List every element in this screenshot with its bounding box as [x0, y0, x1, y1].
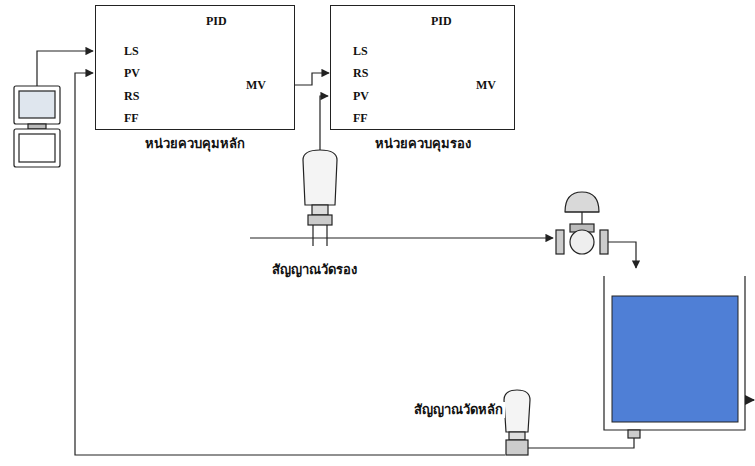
port-label: LS — [124, 44, 139, 58]
port-label: FF — [353, 111, 368, 125]
secondary-measurement-line — [320, 96, 328, 150]
main-pid-controller: PIDLSPVRSFFMVหน่วยควบคุมหลัก — [95, 5, 295, 130]
port-label: FF — [124, 111, 139, 125]
setpoint-line — [37, 51, 93, 86]
signal-label: สัญญาณวัดหลัก — [412, 402, 505, 418]
control-signal-line — [295, 73, 329, 85]
secondary-transmitter — [303, 150, 337, 246]
port-label: PV — [353, 89, 369, 103]
signal-label: สัญญาณวัดรอง — [270, 262, 359, 278]
tank-outlet — [745, 399, 754, 401]
controller-caption: หน่วยควบคุมรอง — [331, 136, 514, 152]
inlet-pipe — [250, 237, 553, 238]
port-label: PID — [206, 14, 227, 28]
port-label: RS — [353, 66, 368, 80]
tank — [604, 276, 745, 430]
port-label: PV — [124, 66, 140, 80]
main-feedback-line — [75, 73, 505, 455]
control-valve — [556, 192, 608, 254]
controller-caption: หน่วยควบคุมหลัก — [96, 136, 294, 152]
port-label: LS — [353, 44, 368, 58]
secondary-pid-controller: PIDLSRSPVFFMVหน่วยควบคุมรอง — [330, 5, 515, 130]
port-label: MV — [476, 78, 496, 92]
port-label: PID — [431, 14, 452, 28]
port-label: MV — [246, 78, 266, 92]
main-transmitter — [504, 390, 640, 455]
computer-icon — [14, 86, 60, 167]
port-label: RS — [124, 89, 139, 103]
valve-outlet — [608, 242, 636, 268]
